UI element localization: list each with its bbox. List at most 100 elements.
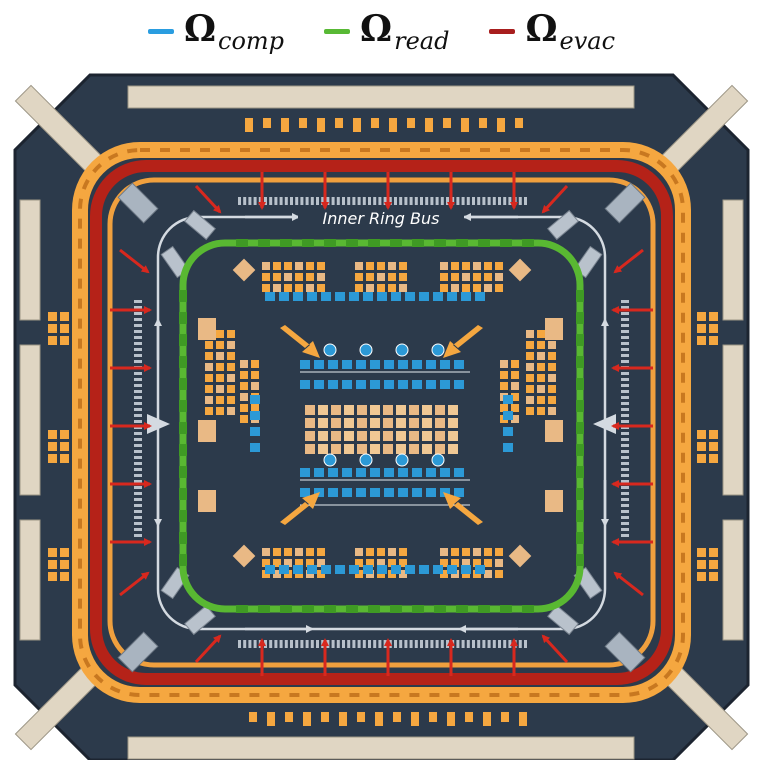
core-cell-left	[227, 341, 235, 349]
comb-top	[295, 197, 298, 205]
core-center-cell	[435, 405, 445, 415]
comb-bottom	[488, 640, 491, 648]
comp-row-mid-4	[384, 488, 394, 497]
comb-right	[621, 330, 629, 333]
core-cell-left	[216, 363, 224, 371]
io-cell-top	[263, 118, 271, 128]
core-cell-top-mid	[366, 284, 374, 292]
right-pad-1	[723, 200, 743, 320]
comp-row-mid-3	[454, 468, 464, 477]
comb-right	[621, 522, 629, 525]
comp-node-top	[324, 344, 336, 356]
comp-row-mid-3	[370, 468, 380, 477]
read-seg-top	[236, 239, 248, 247]
comb-left	[134, 468, 142, 471]
comb-top	[280, 197, 283, 205]
comb-bottom	[363, 640, 366, 648]
core-cell-right	[548, 396, 556, 404]
core-cell-top-mid	[355, 273, 363, 281]
comp-row-bottom	[363, 565, 373, 574]
read-seg-bottom	[500, 605, 512, 613]
core-cell-top-mid	[355, 262, 363, 270]
comb-left	[134, 396, 142, 399]
core-cell-bottom-mid	[388, 548, 396, 556]
core-tan-block	[545, 318, 563, 340]
io-cell-right	[697, 572, 706, 581]
core-cell-top-left	[295, 284, 303, 292]
comb-right	[621, 450, 629, 453]
comp-row-mid-4	[454, 488, 464, 497]
core-center-cell	[422, 405, 432, 415]
io-cell-left	[60, 312, 69, 321]
core-center-cell	[344, 418, 354, 428]
core-cell-left-inner	[240, 371, 248, 379]
core-cell-right	[526, 363, 534, 371]
comb-bottom	[337, 640, 340, 648]
comp-row-top	[321, 292, 331, 301]
comb-bottom	[332, 640, 335, 648]
comp-row-bottom	[461, 565, 471, 574]
comb-bottom	[269, 640, 272, 648]
core-cell-top-left	[295, 262, 303, 270]
core-cell-bottom-left	[284, 548, 292, 556]
comb-left	[134, 372, 142, 375]
comp-row-mid-4	[328, 488, 338, 497]
io-cell-top	[461, 118, 469, 132]
core-cell-right-inner	[500, 371, 508, 379]
core-cell-right	[548, 363, 556, 371]
comb-bottom	[508, 640, 511, 648]
comb-bottom	[446, 640, 449, 648]
io-cell-top	[353, 118, 361, 132]
comb-top	[425, 197, 428, 205]
comp-row-bottom	[321, 565, 331, 574]
comp-row-mid-2	[398, 380, 408, 389]
io-cell-right	[709, 324, 718, 333]
read-seg-top	[302, 239, 314, 247]
io-cell-bottom	[267, 712, 275, 726]
comp-col-right	[503, 395, 513, 404]
read-seg-top	[434, 239, 446, 247]
core-cell-left	[205, 352, 213, 360]
comb-bottom	[280, 640, 283, 648]
io-cell-left	[60, 442, 69, 451]
core-tan-block	[545, 420, 563, 442]
core-cell-right	[548, 352, 556, 360]
read-seg-top	[280, 239, 292, 247]
core-cell-left	[227, 363, 235, 371]
core-cell-left	[216, 352, 224, 360]
core-cell-top-left	[306, 273, 314, 281]
comb-left	[134, 504, 142, 507]
core-center-cell	[331, 444, 341, 454]
comp-row-mid-4	[398, 488, 408, 497]
core-cell-right-inner	[511, 360, 519, 368]
core-cell-right	[526, 330, 534, 338]
io-cell-right	[697, 324, 706, 333]
comb-bottom	[410, 640, 413, 648]
comb-right	[621, 396, 629, 399]
core-tan-block	[198, 420, 216, 442]
io-cell-bottom	[339, 712, 347, 726]
comb-left	[134, 534, 142, 537]
read-seg-top	[390, 239, 402, 247]
comp-row-mid-2	[314, 380, 324, 389]
comb-left	[134, 342, 142, 345]
core-cell-left	[227, 330, 235, 338]
core-cell-right	[526, 396, 534, 404]
comp-row-top	[419, 292, 429, 301]
comp-row-mid-3	[426, 468, 436, 477]
comp-row-mid-4	[426, 488, 436, 497]
core-cell-left-inner	[251, 371, 259, 379]
comb-top	[456, 197, 459, 205]
io-cell-bottom	[285, 712, 293, 722]
comp-row-bottom	[475, 565, 485, 574]
read-seg-top	[456, 239, 468, 247]
comb-bottom	[274, 640, 277, 648]
read-seg-bottom	[412, 605, 424, 613]
core-cell-bottom-left	[317, 548, 325, 556]
comb-top	[477, 197, 480, 205]
read-seg-bottom	[368, 605, 380, 613]
read-seg-bottom	[324, 605, 336, 613]
core-cell-bottom-right	[495, 548, 503, 556]
io-cell-bottom	[429, 712, 437, 722]
core-cell-top-left	[295, 273, 303, 281]
